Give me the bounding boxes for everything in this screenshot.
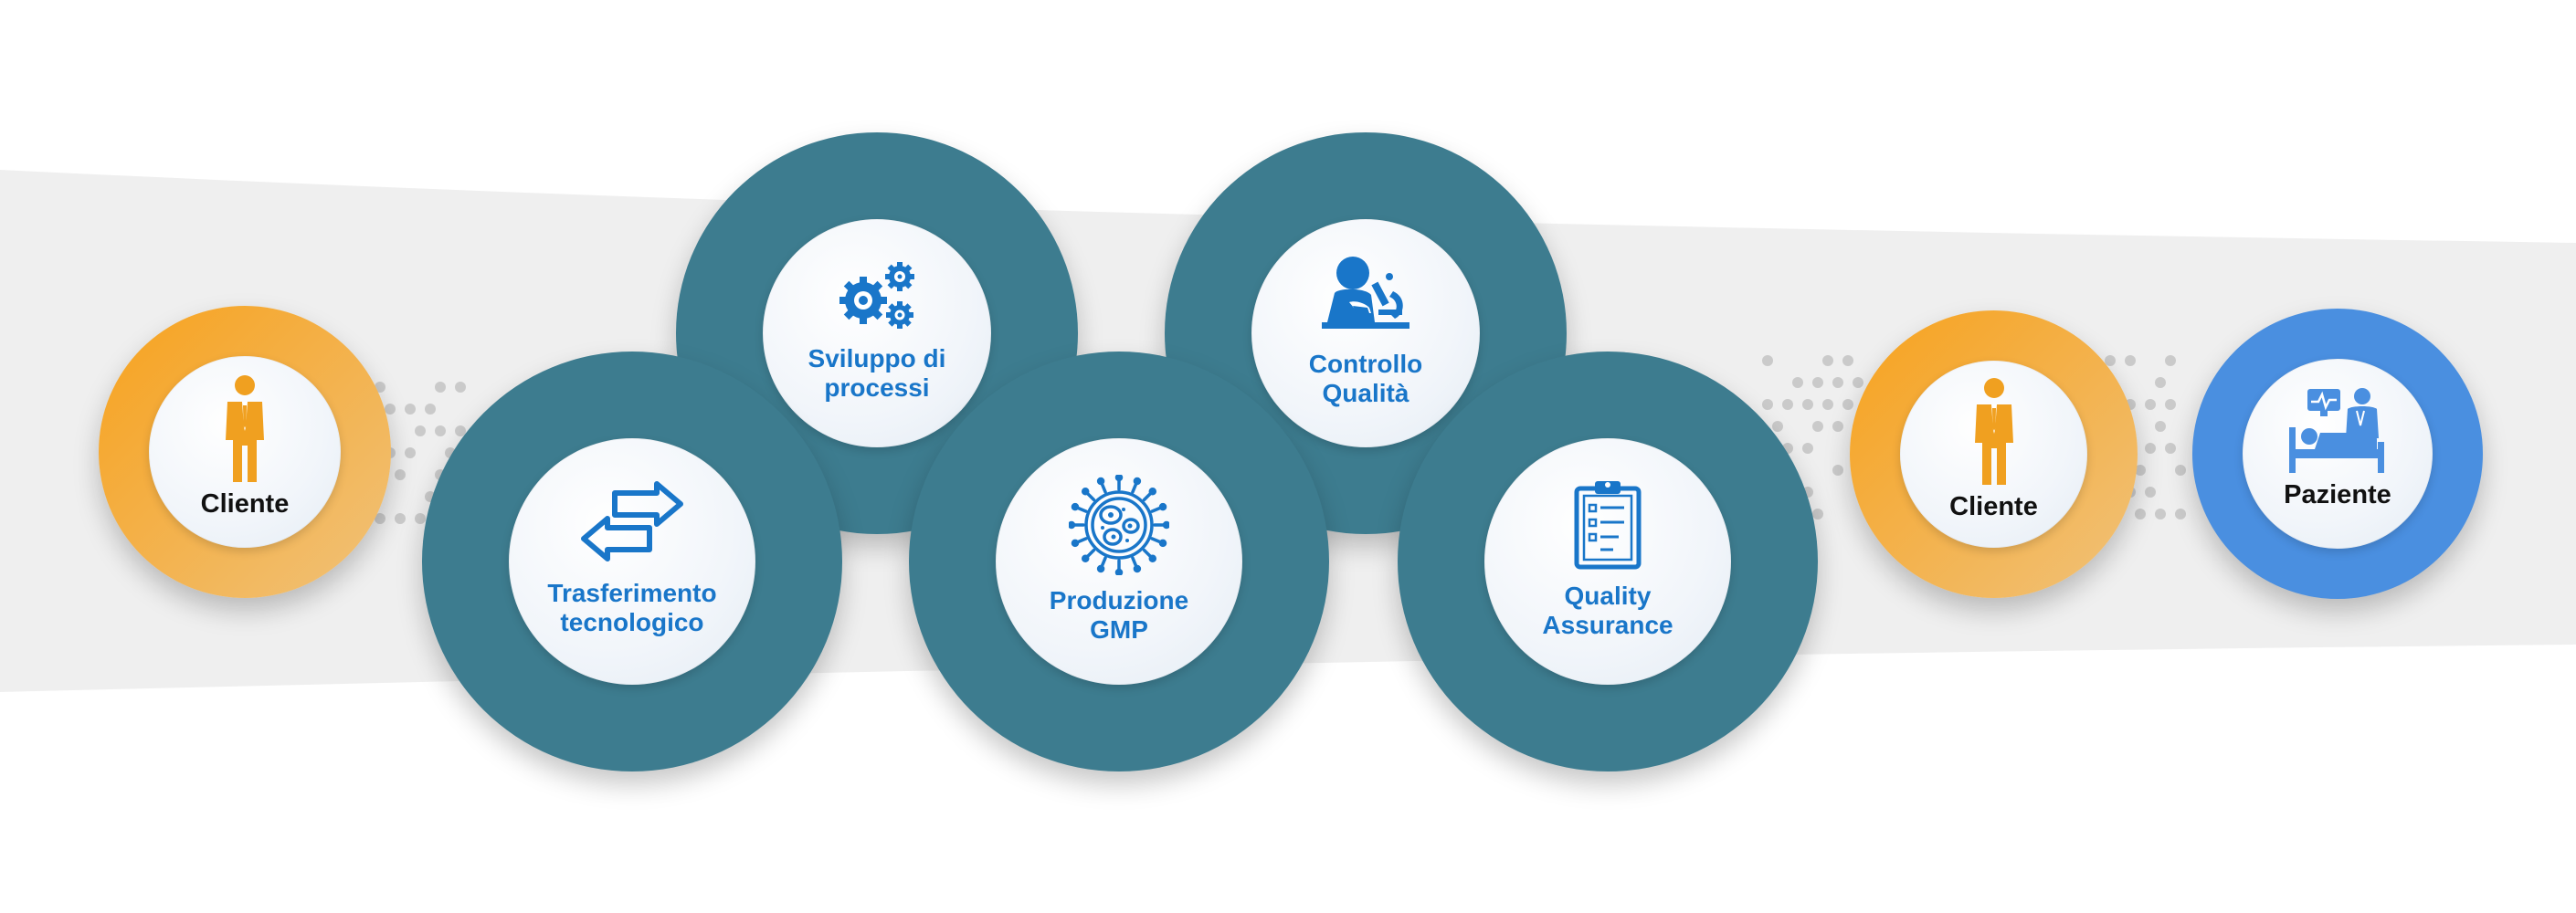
client-left-inner: Cliente [149, 356, 341, 548]
qa-label: Quality Assurance [1542, 582, 1673, 640]
qa-label-line1: Quality [1542, 582, 1673, 611]
person-icon [222, 374, 268, 484]
qa-node: Quality Assurance [1398, 352, 1818, 771]
qa-inner: Quality Assurance [1484, 438, 1731, 685]
decor-dot [2165, 443, 2176, 454]
tech-transfer-label: Trasferimento tecnologico [547, 579, 716, 637]
tech-transfer-label-line2: tecnologico [547, 608, 716, 637]
gmp-inner: Produzione GMP [996, 438, 1242, 685]
client-right-inner: Cliente [1900, 361, 2087, 548]
decor-dot [2145, 399, 2156, 410]
decor-dot [2145, 487, 2156, 498]
decor-dot [2175, 509, 2186, 519]
decor-dot [2155, 509, 2166, 519]
client-right-node: Cliente [1850, 310, 2138, 598]
decor-dot [2165, 355, 2176, 366]
process-dev-label-line1: Sviluppo di [808, 344, 946, 373]
process-dev-label: Sviluppo di processi [808, 344, 946, 403]
client-left-node: Cliente [99, 306, 391, 598]
qc-label: Controllo Qualità [1309, 350, 1422, 408]
arrows-exchange-icon [578, 480, 686, 562]
gears-icon [836, 258, 918, 331]
scientist-microscope-icon [1322, 255, 1409, 337]
qc-inner: Controllo Qualità [1251, 219, 1480, 447]
decor-dot [2165, 399, 2176, 410]
qc-label-line1: Controllo [1309, 350, 1422, 379]
gmp-label-line2: GMP [1050, 615, 1188, 645]
process-dev-inner: Sviluppo di processi [763, 219, 991, 447]
decor-dot [2155, 377, 2166, 388]
decor-dot [2175, 465, 2186, 476]
client-right-label: Cliente [1949, 492, 2038, 522]
patient-inner: Paziente [2243, 359, 2433, 549]
tech-transfer-label-line1: Trasferimento [547, 579, 716, 608]
gmp-label: Produzione GMP [1050, 586, 1188, 645]
tech-transfer-inner: Trasferimento tecnologico [509, 438, 755, 685]
qa-label-line2: Assurance [1542, 611, 1673, 640]
patient-bed-icon [2287, 385, 2388, 477]
decor-dot [2155, 421, 2166, 432]
patient-label: Paziente [2284, 480, 2391, 510]
gmp-node: Produzione GMP [909, 352, 1329, 771]
cell-icon [1069, 475, 1169, 575]
client-left-label: Cliente [201, 489, 290, 519]
qc-label-line2: Qualità [1309, 379, 1422, 408]
decor-dot [2145, 443, 2156, 454]
process-dev-label-line2: processi [808, 373, 946, 403]
gmp-label-line1: Produzione [1050, 586, 1188, 615]
clipboard-checklist-icon [1573, 479, 1642, 571]
patient-node: Paziente [2192, 309, 2483, 599]
decor-dot [2135, 509, 2146, 519]
decor-dot [2125, 355, 2136, 366]
person-icon [1971, 377, 2017, 487]
tech-transfer-node: Trasferimento tecnologico [422, 352, 842, 771]
